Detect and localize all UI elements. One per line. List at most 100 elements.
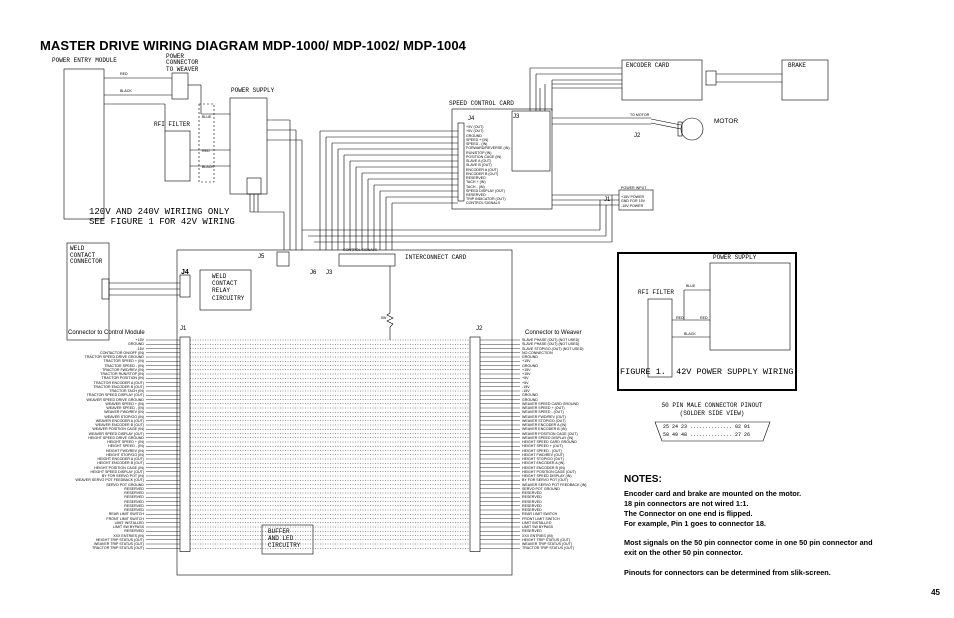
j5-label: J5: [258, 254, 265, 260]
j3-speed-label: J3: [513, 114, 520, 120]
weaver-list-item: -15V: [522, 384, 530, 389]
speed-signal-item: FORWARD/REVERSE (IN): [466, 146, 510, 151]
weaver-list-item: RESERVED: [522, 499, 542, 504]
blue-wire-label: BLUE: [202, 115, 212, 119]
weaver-list-item: GROUND: [522, 355, 538, 359]
control-list-item: RESERVED: [124, 508, 144, 512]
weaver-list-item: REAR LIMIT SWITCH: [522, 512, 558, 517]
fig-blue-label: BLUE: [686, 284, 696, 288]
interconnect-card-label: INTERCONNECT CARD: [405, 254, 467, 261]
weaver-list-item: +5V: [522, 380, 529, 385]
control-list-item: TRACTOR FWD/REV (IN): [102, 367, 144, 372]
fig-red-label: RED: [676, 316, 684, 320]
control-list-item: TRACTOR SPEED DISPLAY (OUT): [86, 393, 144, 398]
rfi-filter-label: RFI FILTER: [154, 121, 191, 128]
weaver-list-item: WEAVER SERVO POT FEEDBACK (IN): [522, 482, 587, 487]
control-signals-label: CONTROL SIGNALS: [466, 201, 501, 205]
power-input-item: -15V POWER: [621, 203, 644, 208]
weaver-list-item: WEAVER STOP/GO (OUT): [522, 418, 566, 423]
control-list-item: FRONT LIMIT SWITCH: [106, 516, 144, 521]
weaver-list-item: HEIGHT SPEED + (OUT): [522, 444, 563, 449]
control-list-item: WEAVER SPEED - (IN): [106, 406, 144, 410]
weaver-list-item: RESERVED: [522, 495, 542, 500]
brake-label: BRAKE: [788, 62, 807, 69]
control-list-item: HEIGHT ENCODER A (OUT): [97, 457, 144, 461]
pinout-row-1: 25 24 23 .............. 02 01: [663, 424, 751, 430]
weaver-list-item: SLAVE PHASE (OUT) (NOT USED): [522, 342, 580, 347]
control-list-item: LIMIT SW BYPASS: [112, 525, 144, 529]
page-number: 45: [931, 588, 940, 597]
motor-label: MOTOR: [714, 118, 739, 125]
j1-interconnect-label: J1: [180, 326, 187, 332]
control-list-item: XXX ENTRIES (IN): [113, 533, 144, 538]
control-list-item: RESERVED: [124, 486, 144, 491]
j2-interconnect-label: J2: [476, 326, 483, 332]
control-list-item: HEIGHT POSITION CAGE (IN): [94, 465, 144, 470]
figure1-caption: FIGURE 1. 42V POWER SUPPLY WIRING: [620, 367, 794, 377]
control-list-item: RESERVED: [124, 499, 144, 504]
wiring-note: 120V AND 240V WIRIING ONLY SEE FIGURE 1 …: [89, 207, 235, 228]
control-list-item: RESERVED: [124, 495, 144, 500]
speed-signal-item: TACH + (IN): [466, 180, 486, 185]
control-list-item: WEAVER ENCODER B (OUT): [95, 423, 144, 427]
weld-relay-box: [199, 269, 252, 311]
speed-signal-item: RESERVED: [466, 193, 486, 197]
note-line: [624, 558, 924, 568]
weaver-list-item: HEIGHT STOP/GO (OUT): [522, 457, 564, 461]
weaver-list-item: WEAVER SPEED - (OUT): [522, 410, 564, 415]
control-list-item: WEAVER FWD/REV (IN): [104, 410, 144, 415]
speed-signal-item: GROUND: [466, 133, 482, 138]
note-line: Most signals on the 50 pin connector com…: [624, 538, 873, 548]
weaver-list-item: TRACTOR TRIP STATUS (OUT): [522, 546, 574, 551]
weaver-list-item: HEIGHT ENCODER A (IN): [522, 461, 565, 466]
buffer-label: BUFFER AND LED CIRCUITRY: [268, 528, 301, 549]
weaver-list-item: +15V: [522, 359, 531, 364]
control-list-item: +15V: [135, 338, 145, 342]
power-input-item: +15V POWER: [621, 195, 645, 199]
power-connector-label: POWER CONNECTOR TO WEAVER: [166, 53, 199, 73]
weld-connector-label: WELD CONTACT CONNECTOR: [70, 245, 103, 266]
control-list-item: TRACTOR SPEED DRIVE GROUND: [84, 355, 144, 359]
j2-label: J2: [634, 133, 641, 139]
control-list-item: HEIGHT SPEED DISPLAY (OUT): [90, 469, 144, 474]
weaver-list-item: GROUND: [522, 393, 538, 398]
fig-black-label: BLACK: [684, 332, 696, 336]
weaver-list-item: WEAVER FWD/REV (OUT): [522, 414, 566, 419]
connector-control-label: Connector to Control Module: [68, 330, 145, 336]
fig-rfi-filter-label: RFI FILTER: [638, 289, 675, 296]
connector-weaver-label: Connector to Weaver: [525, 330, 582, 336]
control-list-item: WEAVER SERVO POT FEEDBACK (OUT): [75, 478, 145, 483]
note-line: Encoder card and brake are mounted on th…: [624, 489, 802, 498]
control-list-item: HEIGHT TRIP STATUS (OUT): [95, 537, 144, 542]
weaver-list-item: HEIGHT ENCODER B (IN): [522, 465, 565, 470]
speed-signal-item: SPEED DISPLAY (OUT): [466, 188, 506, 193]
power-connector-box: [171, 72, 189, 100]
j4-interconnect-label: J4: [181, 269, 189, 276]
brake-box: [781, 59, 829, 101]
control-list-item: HEIGHT SPEED + (IN): [107, 440, 144, 444]
dashed-link-box: [198, 103, 215, 183]
connector-block: [469, 336, 481, 552]
weaver-list-item: RESERVED: [522, 508, 542, 512]
connector-block: [179, 336, 191, 552]
weaver-list-item: RESERVED: [522, 491, 542, 495]
weaver-list-item: GROUND: [522, 397, 538, 402]
weaver-list-item: SERVO POT GROUND: [522, 486, 560, 491]
weaver-list-item: +15V: [522, 367, 531, 372]
weaver-list-item: SLAVE PHASE (OUT) (NOT USED): [522, 338, 580, 342]
control-list-item: BY FOR SERVO POT (IN): [101, 474, 144, 478]
weaver-list-item: +5V: [522, 376, 529, 381]
speed-signal-item: RUN/STOP (IN): [466, 150, 492, 155]
encoder-card-label: ENCODER CARD: [626, 62, 670, 69]
speed-signal-item: SPEED + (IN): [466, 137, 489, 142]
control-list-item: TRACTOR RUN/STOP (IN): [100, 372, 144, 376]
control-list-item: RESERVED: [124, 529, 144, 534]
speed-signal-item: RESERVED: [466, 176, 486, 180]
weaver-list-item: RESERVED: [522, 529, 542, 534]
speed-signal-item: TRIP INDICATOR (OUT): [466, 197, 506, 202]
control-list-item: TRACTOR SPEED - (IN): [104, 363, 144, 368]
weaver-list-item: LIMIT INSTALLED: [522, 520, 552, 525]
note-line: Pinouts for connectors can be determined…: [624, 567, 831, 577]
control-list-item: -15V: [136, 346, 144, 351]
weaver-list-item: RESERVED: [522, 503, 542, 508]
